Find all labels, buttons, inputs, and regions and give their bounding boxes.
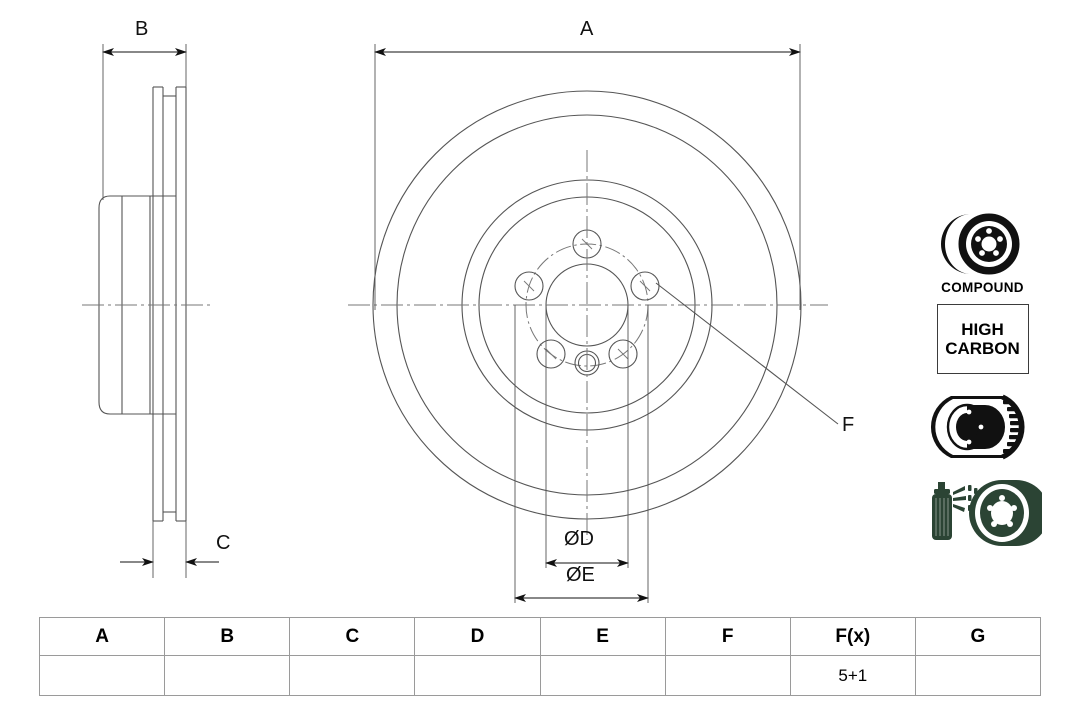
dimension-label-f: F (842, 414, 855, 436)
spec-cell-f (664, 655, 791, 696)
spec-table: A B C D E F F(x) G 5+1 (38, 617, 1042, 696)
dimension-label-c: C (216, 532, 231, 554)
spec-cell-c (289, 655, 416, 696)
vented-disc-badge (920, 388, 1045, 466)
front-view-center-lines (348, 150, 828, 540)
high-carbon-line-1: HIGH (961, 319, 1004, 339)
side-section-view (98, 86, 187, 522)
bolt-hole-upper-left (514, 271, 544, 301)
spec-cell-d (414, 655, 541, 696)
brake-disc-compound-icon (940, 213, 1019, 275)
bolt-hole-chamfers (523, 238, 651, 360)
bolt-hole-lower-left (536, 339, 566, 369)
compound-label: COMPOUND (941, 280, 1024, 295)
vented-brake-disc-icon (930, 394, 1024, 460)
feature-badge-column: COMPOUND HIGH CARBON (920, 210, 1045, 552)
dimension-d (545, 305, 629, 568)
spec-table-header-row: A B C D E F F(x) G (38, 617, 1042, 656)
spec-cell-fx: 5+1 (789, 655, 916, 696)
spec-cell-g (914, 655, 1042, 696)
spec-header-b: B (164, 617, 291, 656)
spec-cell-e (539, 655, 666, 696)
high-carbon-badge: HIGH CARBON (936, 304, 1029, 374)
spec-header-g: G (914, 617, 1042, 656)
spec-header-a: A (38, 617, 166, 656)
spec-cell-b (164, 655, 291, 696)
dimension-e (514, 305, 649, 603)
high-carbon-line-2: CARBON (945, 339, 1020, 358)
coated-disc-badge (920, 472, 1045, 552)
dimension-a (374, 44, 801, 310)
compound-badge: COMPOUND (920, 210, 1045, 295)
dimension-c (152, 521, 187, 578)
dimension-label-e: ØE (566, 564, 595, 586)
spec-table-row: 5+1 (38, 655, 1042, 696)
spec-header-c: C (289, 617, 416, 656)
dimension-label-b: B (135, 18, 149, 40)
spec-header-d: D (414, 617, 541, 656)
dimension-label-d: ØD (564, 528, 594, 550)
spray-can-coated-disc-icon (931, 480, 1042, 546)
spec-header-f: F (664, 617, 791, 656)
dimension-label-a: A (580, 18, 594, 40)
dimension-f-leader (655, 282, 839, 425)
spec-cell-a (38, 655, 166, 696)
spec-header-fx: F(x) (789, 617, 916, 656)
dimension-b (102, 44, 187, 200)
spec-header-e: E (539, 617, 666, 656)
bolt-hole-lower-right (608, 339, 638, 369)
